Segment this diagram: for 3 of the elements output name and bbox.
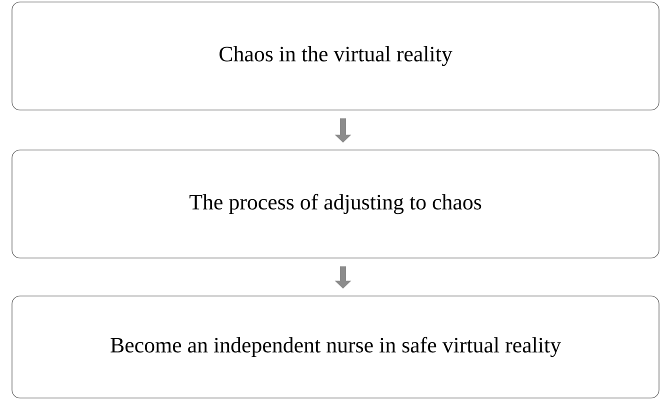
- process-box: Chaos in the virtual reality: [12, 2, 660, 110]
- process-box: The process of adjusting to chaos: [12, 150, 660, 258]
- process-box: Become an independent nurse in safe virtual reality: [12, 296, 660, 398]
